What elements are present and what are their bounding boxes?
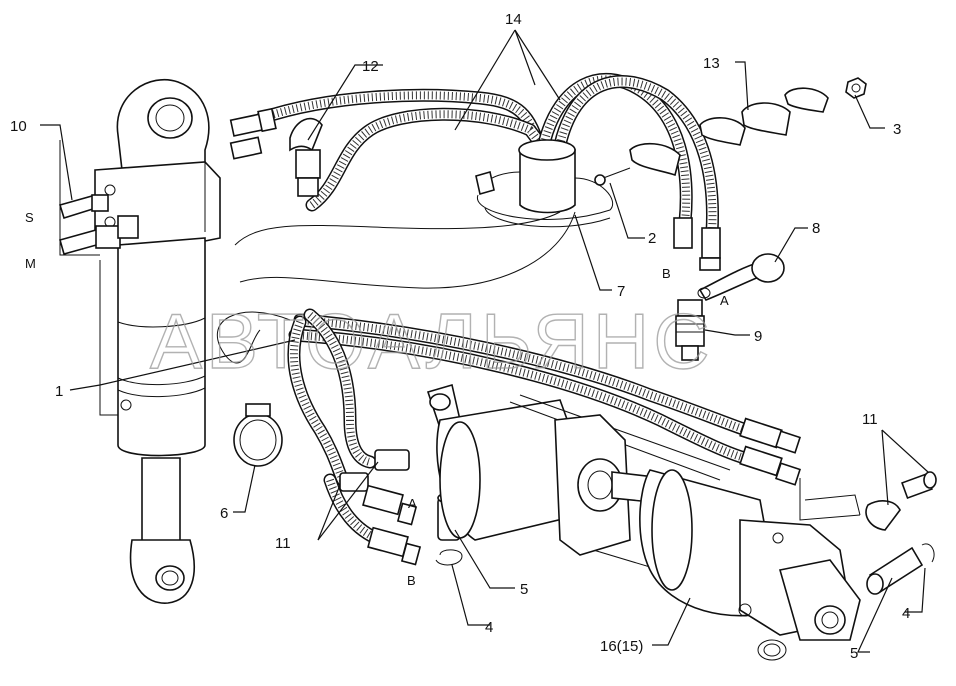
label-16-15: 16(15) — [600, 638, 643, 655]
port-label-a-bottom: A — [408, 496, 417, 511]
right-steering-cylinder — [426, 383, 861, 661]
pressure-test-fittings — [58, 194, 139, 255]
watermark-text: АВТОАЛЬЯНС — [150, 297, 714, 385]
label-13: 13 — [703, 55, 720, 72]
hydraulic-hoses — [217, 72, 759, 547]
label-3: 3 — [893, 121, 901, 138]
port-label-b-top: B — [662, 266, 671, 281]
port-label-a-top: A — [720, 293, 729, 308]
label-12: 12 — [362, 58, 379, 75]
label-6: 6 — [220, 505, 228, 522]
label-2: 2 — [648, 230, 656, 247]
left-lift-cylinder — [59, 78, 221, 604]
label-8: 8 — [812, 220, 820, 237]
label-5-right: 5 — [850, 645, 858, 662]
label-5-left: 5 — [520, 581, 528, 598]
dust-cap-and-valve — [675, 253, 785, 361]
label-9: 9 — [754, 328, 762, 345]
label-7: 7 — [617, 283, 625, 300]
port-label-s: S — [25, 210, 34, 225]
label-10: 10 — [10, 118, 27, 135]
right-pins — [865, 471, 937, 595]
label-11-right: 11 — [862, 411, 878, 428]
port-label-m: M — [25, 256, 36, 271]
hose-clips — [594, 77, 867, 186]
hose-grommet-and-clamp — [475, 139, 613, 228]
label-11-left: 11 — [275, 535, 291, 552]
port-label-b-bottom: B — [407, 573, 416, 588]
part-labels: 1 2 3 4 4 5 5 6 7 8 9 10 11 11 12 13 14 … — [10, 11, 910, 662]
label-4-left: 4 — [485, 619, 493, 636]
label-4-right: 4 — [902, 605, 910, 622]
hose-clamp-6 — [233, 403, 283, 467]
hose-end-fittings — [229, 107, 801, 566]
label-14: 14 — [505, 11, 522, 28]
label-1: 1 — [55, 383, 63, 400]
leader-lines — [40, 29, 929, 653]
